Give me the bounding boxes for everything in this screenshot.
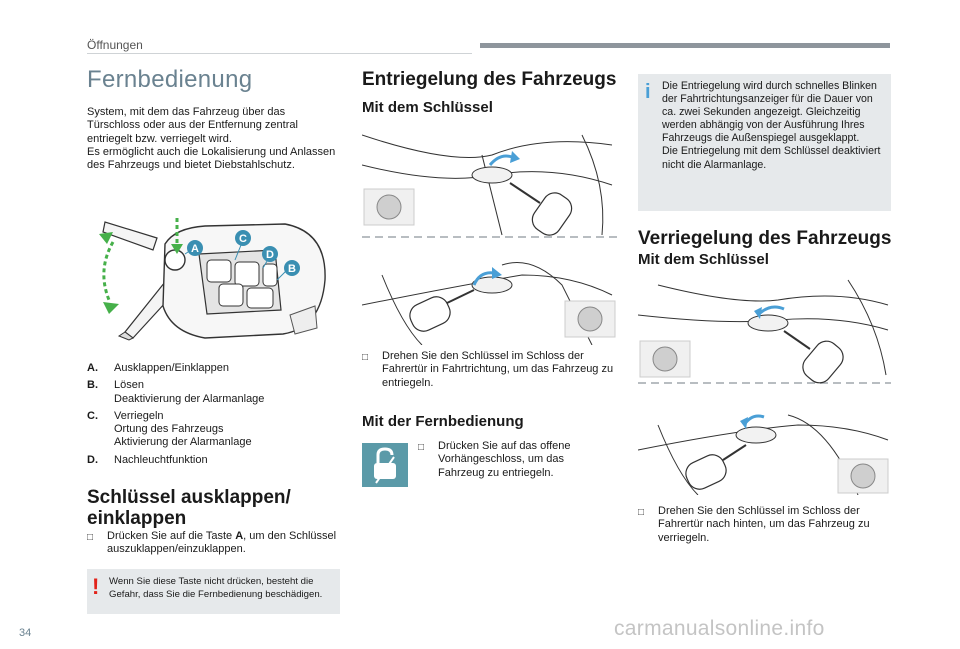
label-b: B [288,263,296,275]
unfold-arrows [102,218,179,301]
legend-line: Lösen [114,379,144,392]
legend-key: A. [87,362,98,374]
buttons-panel [198,249,282,315]
label-c-badge: C [235,230,251,246]
watermark: carmanualsonline.info [614,617,825,640]
legend-line: Ausklappen/Einklappen [114,362,229,374]
label-a-badge: A [187,240,203,256]
warning-text: Wenn Sie diese Taste nicht drücken, best… [109,576,323,600]
page-title: Fernbedienung [87,66,253,93]
legend-line: Verriegeln [114,409,164,422]
fold-key-ref: A [235,530,244,542]
bullet-marker: □ [87,532,94,543]
bullet-marker: □ [638,507,645,518]
bullet-marker: □ [418,442,425,453]
info-text-1: Die Entriegelung wird durch schnelles Bl… [662,80,877,145]
open-padlock-icon [362,443,408,487]
fold-text-pre: Drücken Sie auf die Taste [107,530,236,542]
unlock-key-subtitle: Mit dem Schlüssel [362,99,493,116]
bullet-marker: □ [362,352,369,363]
button-legend: A. Ausklappen/Einklappen B. Lösen Deakti… [87,362,337,467]
lock-section-title: Verriegelung des Fahrzeugs [638,228,892,249]
legend-key: C. [87,409,98,422]
legend-key: B. [87,379,98,392]
label-c: C [239,233,247,245]
info-icon: i [645,81,651,103]
unlock-key-illustration [362,134,617,345]
legend-line: Aktivierung der Alarmanlage [114,436,252,449]
legend-key: D. [87,453,98,466]
steering-wheel-icon [564,300,616,338]
intro-text-2: Es ermöglicht auch die Lokalisierung und… [87,145,336,172]
warning-icon: ! [92,574,100,599]
steering-wheel-icon [363,188,415,226]
legend-item: B. Lösen Deaktivierung der Alarmanlage [87,379,337,406]
intro-text-1: System, mit dem das Fahrzeug über das Tü… [87,106,298,145]
fold-text-post: , um den Schlüssel auszuklappen/einzukla… [107,530,337,556]
lock-key-subtitle: Mit dem Schlüssel [638,251,769,268]
warning-box: ! Wenn Sie diese Taste nicht drücken, be… [87,569,340,614]
label-d-badge: D [262,246,278,262]
legend-item: C. Verriegeln Ortung des Fahrzeugs Aktiv… [87,410,337,450]
label-d: D [266,249,274,261]
section-title-line-1: Schlüssel ausklappen/ [87,487,291,508]
key-fob-top [509,182,573,236]
legend-line: Deaktivierung der Alarmanlage [114,392,265,405]
unlock-remote-instruction: □ Drücken Sie auf das offene Vorhängesch… [418,440,588,480]
steering-wheel-icon [639,340,691,378]
legend-line: Nachleuchtfunktion [114,453,208,466]
unlock-key-instruction: □ Drehen Sie den Schlüssel im Schloss de… [362,350,617,390]
lock-key-text: Drehen Sie den Schlüssel im Schloss der … [658,505,870,544]
chapter-bar [480,43,890,48]
unlock-section-title: Entriegelung des Fahrzeugs [362,69,617,90]
section-title-key-fold: Schlüssel ausklappen/ einklappen [87,487,347,529]
legend-item: D. Nachleuchtfunktion [87,454,337,467]
lock-key-instruction: □ Drehen Sie den Schlüssel im Schloss de… [638,505,891,545]
key-fob-bottom [685,444,747,490]
label-a: A [191,243,199,255]
section-title-line-2: einklappen [87,508,187,529]
unlock-remote-subtitle: Mit der Fernbedienung [362,413,524,430]
chapter-divider [87,53,472,54]
remote-key-illustration: A C D B [99,218,326,341]
chapter-title: Öffnungen [87,38,143,52]
unlock-key-text: Drehen Sie den Schlüssel im Schloss der … [382,350,614,389]
page-number: 34 [19,627,32,639]
steering-wheel-icon [837,458,889,494]
label-b-badge: B [284,260,300,276]
info-box: i Die Entriegelung wird durch schnelles … [638,74,891,211]
key-fob-top [783,330,844,384]
lock-key-illustration [638,279,891,495]
button-a-circle [164,249,186,271]
legend-line: Ortung des Fahrzeugs [114,423,224,436]
unlock-remote-text: Drücken Sie auf das offene Vorhängeschlo… [438,440,571,479]
intro-paragraph: System, mit dem das Fahrzeug über das Tü… [87,106,337,172]
fold-instruction: □ Drücken Sie auf die Taste A, um den Sc… [87,530,337,557]
legend-item: A. Ausklappen/Einklappen [87,362,337,375]
info-text-2: Die Entriegelung mit dem Schlüssel deakt… [662,145,881,171]
key-fob-bottom [409,289,475,332]
